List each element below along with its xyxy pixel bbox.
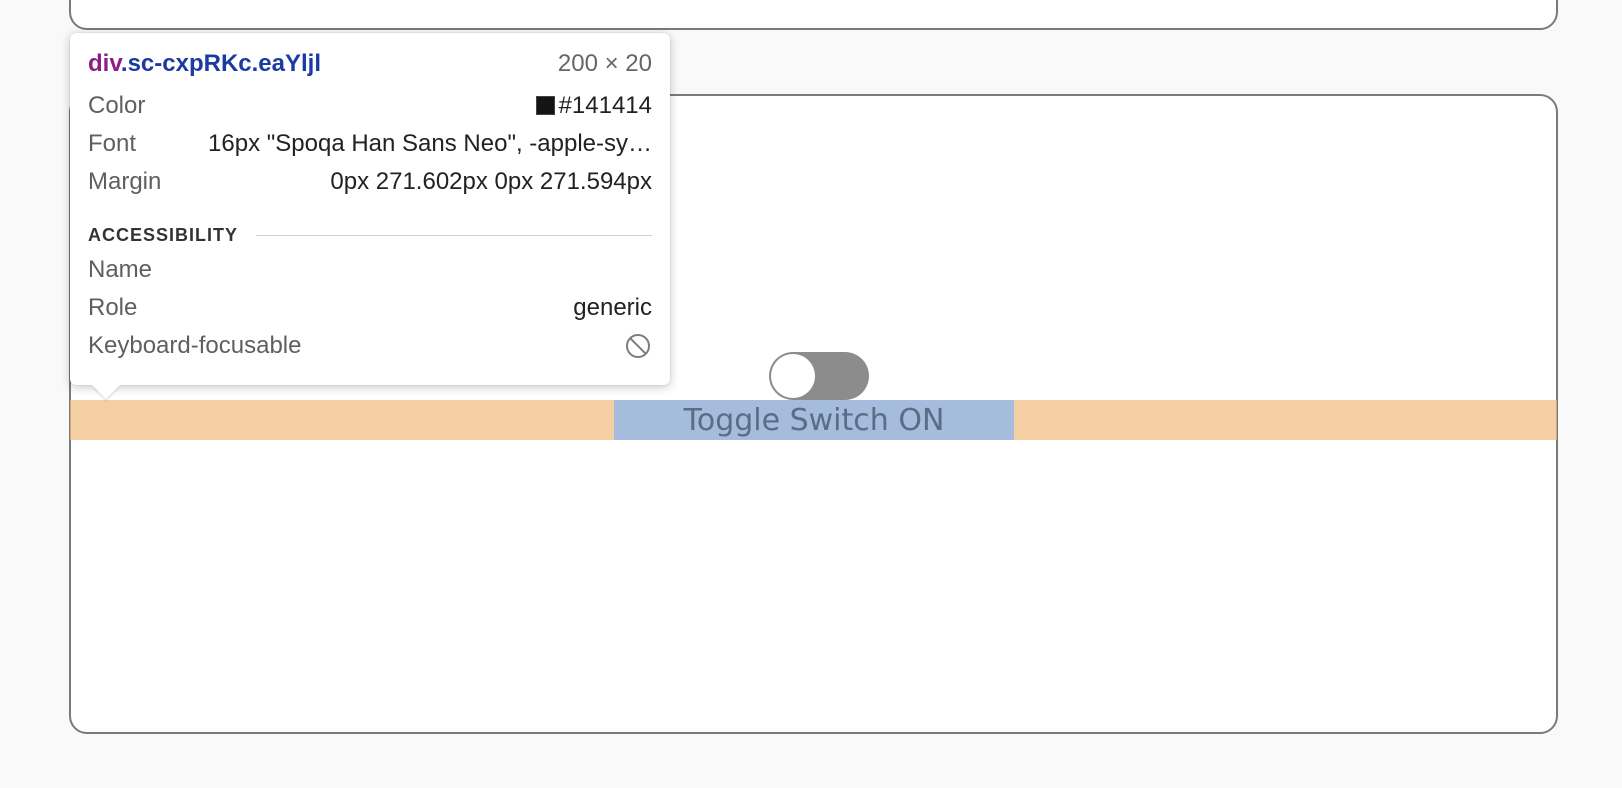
color-value: #141414 — [558, 92, 652, 119]
color-value-wrap: #141414 — [535, 92, 652, 120]
margin-value: 0px 271.602px 0px 271.594px — [330, 168, 652, 195]
element-tag: div — [88, 50, 121, 77]
tooltip-pointer — [92, 385, 120, 399]
section-divider — [256, 234, 652, 236]
element-class: .sc-cxpRKc.eaYljl — [120, 50, 322, 77]
a11y-name-label: Name — [88, 256, 153, 283]
a11y-role-value: generic — [573, 294, 652, 321]
accessibility-section-header: ACCESSIBILITY — [88, 219, 652, 251]
element-size: 200 × 20 — [557, 50, 652, 77]
top-card — [69, 0, 1558, 30]
a11y-role-row: Role generic — [88, 289, 652, 327]
color-row: Color #141414 — [88, 87, 652, 125]
content-highlight: Toggle Switch ON — [614, 400, 1014, 440]
a11y-name-row: Name — [88, 251, 652, 289]
color-label: Color — [88, 92, 146, 119]
not-allowed-icon — [626, 334, 650, 358]
accessibility-title: ACCESSIBILITY — [88, 224, 239, 245]
margin-row: Margin 0px 271.602px 0px 271.594px — [88, 163, 652, 201]
tooltip-header: div.sc-cxpRKc.eaYljl 200 × 20 — [88, 47, 652, 81]
element-selector: div.sc-cxpRKc.eaYljl — [88, 50, 321, 78]
toggle-label: Toggle Switch ON — [683, 402, 945, 438]
toggle-knob — [771, 354, 815, 398]
a11y-role-label: Role — [88, 294, 138, 321]
toggle-switch[interactable] — [769, 352, 869, 400]
a11y-focusable-row: Keyboard-focusable — [88, 327, 652, 365]
font-row: Font 16px "Spoqa Han Sans Neo", -apple-s… — [88, 125, 652, 163]
a11y-focusable-label: Keyboard-focusable — [88, 332, 302, 359]
color-swatch — [535, 96, 555, 115]
font-label: Font — [88, 130, 137, 157]
margin-label: Margin — [88, 168, 162, 195]
font-value: 16px "Spoqa Han Sans Neo", -apple-sy… — [208, 130, 652, 157]
inspector-tooltip: div.sc-cxpRKc.eaYljl 200 × 20 Color #141… — [70, 33, 670, 399]
